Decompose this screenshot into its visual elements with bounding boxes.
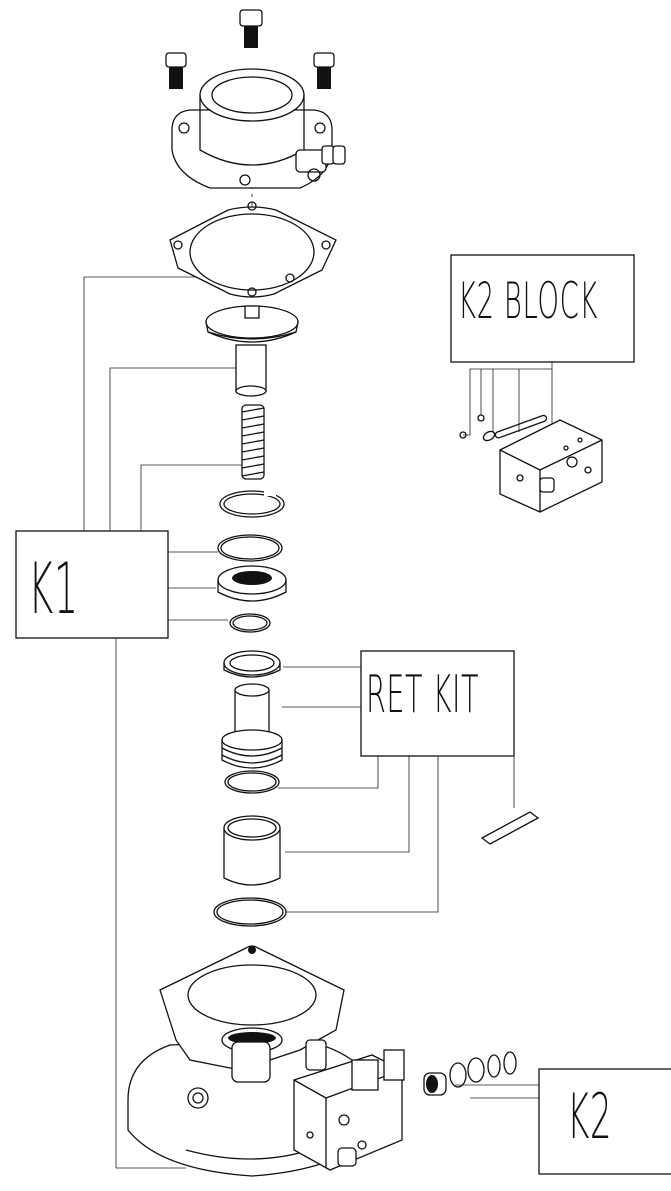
o-ring-small [229,613,271,633]
ret-cylinder [223,815,281,886]
o-ring-large [217,534,283,562]
base-manifold [293,1039,405,1171]
k2-parts [423,1051,517,1096]
k2-block-leader-lines [463,362,553,436]
snap-ring [219,490,285,518]
cap-screw-left [165,52,187,89]
k2-box [538,1068,671,1175]
ret-label-strip [480,811,540,845]
k1-label: K1 [28,548,79,630]
k1-box [15,530,169,639]
cap-screw-top [239,9,263,48]
ret-o-ring-bottom [213,897,287,927]
piston [205,305,299,397]
ret-kit-box [360,650,515,757]
ret-kit-leader-lines [278,666,515,913]
k2-block-box [450,254,635,363]
spring [241,404,265,480]
ret-kit-label: RET KIT [366,665,480,725]
k2-leader-lines [455,1084,539,1099]
gasket [169,201,337,298]
seal-ring [217,565,287,602]
top-cover [171,68,346,189]
ret-ring-top [223,650,281,678]
k2-block-o-rings [459,414,548,442]
cap-screw-right [313,52,335,89]
ret-sleeve [221,683,283,769]
k2-block-label: K2 BLOCK [458,272,598,330]
ret-ring-mid [224,770,280,794]
k2-valve-block [499,419,603,513]
k2-label: K2 [567,1080,613,1153]
